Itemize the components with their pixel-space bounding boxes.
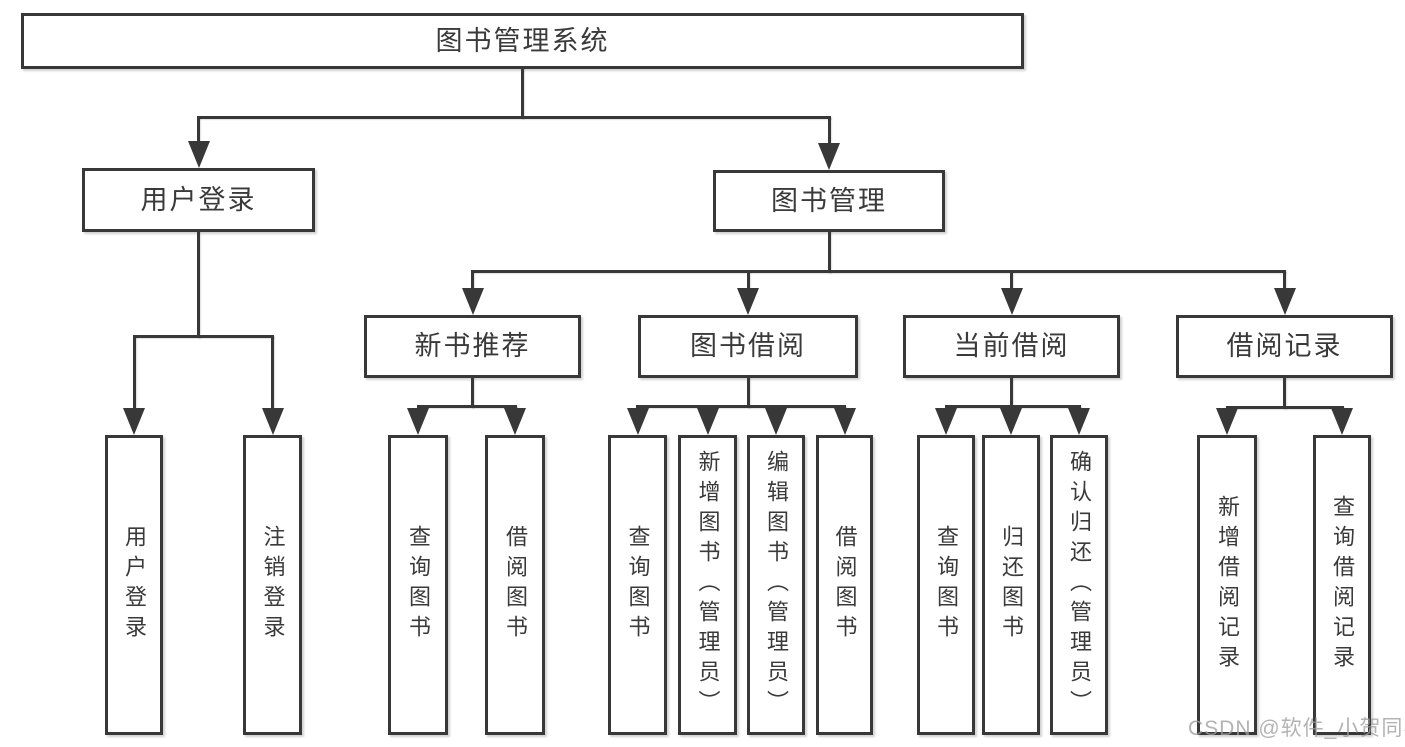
node-label-book-management: 图书管理 [771, 185, 887, 216]
arrowhead-down-icon [935, 408, 957, 435]
node-borrowing-edit-books: 编辑图书（管理员） [747, 435, 805, 735]
arrowhead-down-icon [1000, 288, 1023, 315]
node-system-root: 图书管理系统 [21, 13, 1024, 69]
node-label-records-add-record: 新增借阅记录 [1215, 495, 1240, 675]
node-label-borrowing-add-books: 新增图书（管理员） [695, 450, 721, 720]
node-logout-op: 注销登录 [243, 435, 302, 735]
node-label-system-root: 图书管理系统 [435, 25, 610, 56]
node-borrowing-add-books: 新增图书（管理员） [678, 435, 737, 735]
arrowhead-down-icon [1331, 408, 1353, 435]
node-borrowing-records: 借阅记录 [1176, 315, 1393, 378]
arrowhead-down-icon [123, 408, 145, 435]
connector-line [416, 404, 517, 408]
node-records-query-record: 查询借阅记录 [1313, 435, 1371, 735]
node-recommend-borrow-books: 借阅图书 [485, 435, 545, 735]
node-user-login-op: 用户登录 [105, 435, 163, 735]
node-current-borrowing: 当前借阅 [903, 315, 1120, 378]
node-records-add-record: 新增借阅记录 [1197, 435, 1257, 735]
connector-line [1225, 405, 1344, 409]
arrowhead-down-icon [765, 408, 787, 435]
arrowhead-down-icon [737, 288, 759, 315]
node-label-user-login-op: 用户登录 [122, 525, 147, 645]
connector-line [521, 68, 524, 119]
node-user-login: 用户登录 [82, 168, 315, 232]
connector-line [746, 377, 750, 408]
node-current-query-books: 查询图书 [917, 435, 975, 735]
connector-line [197, 231, 200, 338]
connector-line [1283, 377, 1286, 409]
node-new-book-recommend: 新书推荐 [364, 315, 581, 378]
connector-line [1283, 271, 1286, 295]
node-borrowing-query-books: 查询图书 [608, 435, 667, 735]
connector-line [636, 404, 846, 408]
arrowhead-down-icon [187, 141, 210, 168]
connector-line [197, 117, 200, 148]
connector-line [471, 269, 1286, 273]
node-current-confirm-return: 确认归还（管理员） [1050, 435, 1108, 735]
node-book-borrowing: 图书借阅 [638, 315, 858, 378]
arrowhead-down-icon [461, 288, 484, 315]
arrowhead-down-icon [1273, 288, 1296, 315]
node-book-management: 图书管理 [713, 170, 945, 232]
node-label-borrowing-query-books: 查询图书 [625, 525, 651, 645]
arrowhead-down-icon [504, 408, 526, 435]
node-label-recommend-borrow-books: 借阅图书 [503, 525, 528, 645]
connector-line [197, 115, 831, 119]
node-label-borrowing-lend-books: 借阅图书 [832, 525, 858, 645]
node-label-records-query-record: 查询借阅记录 [1330, 495, 1355, 675]
connector-line [132, 334, 274, 338]
node-label-borrowing-records: 借阅记录 [1226, 331, 1343, 361]
connector-line [132, 336, 136, 415]
node-label-current-return-books: 归还图书 [999, 525, 1024, 645]
node-label-new-book-recommend: 新书推荐 [414, 331, 531, 361]
node-label-current-confirm-return: 确认归还（管理员） [1067, 450, 1092, 720]
node-recommend-query-books: 查询图书 [388, 435, 448, 735]
connector-line [944, 404, 1081, 408]
arrowhead-down-icon [261, 408, 284, 435]
connector-line [471, 271, 474, 295]
node-label-borrowing-edit-books: 编辑图书（管理员） [764, 450, 789, 720]
arrowhead-down-icon [626, 408, 649, 435]
connector-line [471, 377, 474, 408]
connector-line [271, 336, 274, 415]
arrowhead-down-icon [1216, 408, 1238, 435]
node-current-return-books: 归还图书 [982, 435, 1040, 735]
csdn-watermark: CSDN @软件_小贺同学 [1188, 717, 1405, 740]
arrowhead-down-icon [1068, 408, 1090, 435]
node-borrowing-lend-books: 借阅图书 [816, 435, 873, 735]
arrowhead-down-icon [833, 408, 856, 435]
connector-line [827, 231, 831, 273]
arrowhead-down-icon [407, 408, 429, 435]
node-label-user-login: 用户登录 [140, 184, 257, 215]
node-label-logout-op: 注销登录 [260, 525, 286, 645]
connector-line [1010, 377, 1013, 408]
node-label-recommend-query-books: 查询图书 [406, 525, 431, 645]
arrowhead-down-icon [818, 143, 840, 170]
node-label-current-borrowing: 当前借阅 [953, 331, 1070, 361]
connector-line [827, 117, 831, 150]
node-label-book-borrowing: 图书借阅 [690, 331, 806, 361]
arrowhead-down-icon [696, 408, 719, 435]
arrowhead-down-icon [1000, 408, 1022, 435]
connector-line [746, 271, 750, 295]
connector-line [1010, 271, 1013, 295]
node-label-current-query-books: 查询图书 [934, 525, 959, 645]
